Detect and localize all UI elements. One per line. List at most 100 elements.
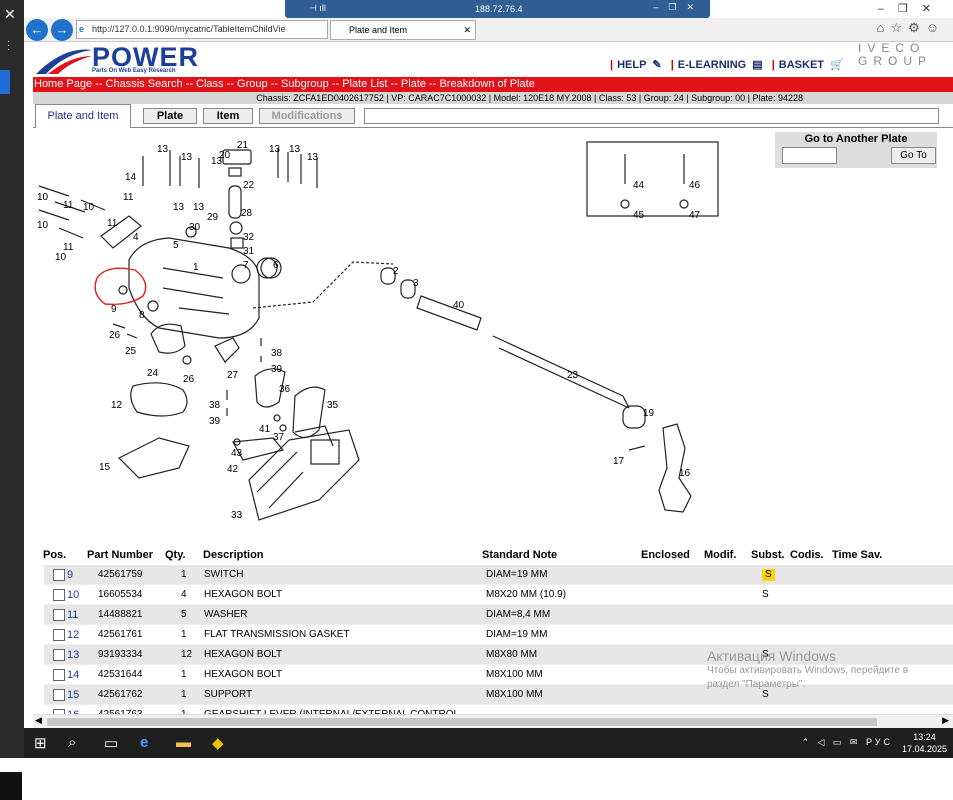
part-label-1[interactable]: 1 bbox=[193, 262, 199, 273]
row-checkbox[interactable] bbox=[53, 589, 65, 601]
scroll-right-icon[interactable]: ▶ bbox=[942, 715, 949, 725]
part-label-13[interactable]: 13 bbox=[173, 202, 185, 213]
cell-pos[interactable]: 14 bbox=[67, 669, 80, 681]
part-label-41[interactable]: 41 bbox=[259, 424, 271, 435]
language-indicator[interactable]: РУС bbox=[865, 737, 893, 747]
part-label-17[interactable]: 17 bbox=[613, 456, 625, 467]
part-label-26[interactable]: 26 bbox=[183, 374, 195, 385]
part-label-10[interactable]: 10 bbox=[55, 252, 67, 263]
part-label-9[interactable]: 9 bbox=[111, 304, 117, 315]
part-label-13[interactable]: 13 bbox=[157, 144, 169, 155]
part-label-11[interactable]: 11 bbox=[123, 192, 134, 203]
menu-chassis-search[interactable]: Chassis Search bbox=[105, 78, 183, 90]
part-label-20[interactable]: 20 bbox=[219, 150, 231, 161]
part-label-8[interactable]: 8 bbox=[139, 310, 145, 321]
part-label-13[interactable]: 13 bbox=[193, 202, 205, 213]
part-label-39[interactable]: 39 bbox=[209, 416, 221, 427]
part-label-16[interactable]: 16 bbox=[679, 468, 691, 479]
part-label-5[interactable]: 5 bbox=[173, 240, 179, 251]
part-label-42[interactable]: 42 bbox=[227, 464, 239, 475]
task-view-icon[interactable]: ▭ bbox=[104, 735, 119, 752]
system-tray[interactable]: ⌃ ◁ ▭ ✉ РУС bbox=[801, 737, 893, 747]
basket-link[interactable]: BASKET bbox=[778, 59, 825, 71]
part-label-2[interactable]: 2 bbox=[393, 266, 399, 277]
part-label-26[interactable]: 26 bbox=[109, 330, 121, 341]
back-arrow-icon[interactable]: ← bbox=[26, 19, 48, 41]
part-label-7[interactable]: 7 bbox=[243, 260, 249, 271]
cell-pos[interactable]: 16 bbox=[67, 705, 79, 714]
part-label-13[interactable]: 13 bbox=[211, 156, 223, 167]
part-label-45[interactable]: 45 bbox=[633, 210, 645, 221]
part-label-11[interactable]: 11 bbox=[63, 242, 74, 253]
tab-close-icon[interactable]: ✕ bbox=[463, 25, 471, 35]
part-label-27[interactable]: 27 bbox=[227, 370, 239, 381]
part-label-19[interactable]: 19 bbox=[643, 408, 655, 419]
tab-plate-and-item[interactable]: Plate and Item bbox=[35, 104, 131, 128]
part-label-13[interactable]: 13 bbox=[269, 144, 281, 155]
favorites-star-icon[interactable]: ☆ bbox=[890, 20, 909, 35]
tab-item[interactable]: Item bbox=[203, 108, 253, 124]
part-label-36[interactable]: 36 bbox=[279, 384, 291, 395]
part-label-11[interactable]: 11 bbox=[63, 200, 74, 211]
app-taskbar-icon[interactable]: ◆ bbox=[212, 735, 224, 752]
cell-pos[interactable]: 15 bbox=[67, 689, 80, 701]
part-label-13[interactable]: 13 bbox=[289, 144, 301, 155]
part-label-21[interactable]: 21 bbox=[237, 140, 249, 151]
row-checkbox[interactable] bbox=[53, 669, 65, 681]
search-icon[interactable]: ⌕ bbox=[68, 734, 77, 751]
goto-button[interactable]: Go To bbox=[891, 147, 936, 164]
part-label-10[interactable]: 10 bbox=[83, 202, 95, 213]
window-controls[interactable]: –❐✕ bbox=[877, 3, 945, 15]
menu-plate-list[interactable]: Plate List bbox=[342, 78, 388, 90]
plate-number-input[interactable] bbox=[782, 147, 837, 164]
part-label-6[interactable]: 6 bbox=[273, 260, 279, 271]
side-tab[interactable] bbox=[0, 70, 10, 94]
part-label-15[interactable]: 15 bbox=[99, 462, 111, 473]
close-icon[interactable]: ✕ bbox=[4, 6, 16, 22]
part-label-32[interactable]: 32 bbox=[243, 232, 255, 243]
home-icon[interactable]: ⌂ bbox=[876, 20, 891, 35]
tab-modifications[interactable]: Modifications bbox=[259, 108, 355, 124]
menu-plate[interactable]: Plate bbox=[400, 78, 426, 90]
part-label-31[interactable]: 31 bbox=[243, 246, 255, 257]
menu-home[interactable]: Home Page bbox=[34, 78, 93, 90]
part-label-4[interactable]: 4 bbox=[133, 232, 139, 243]
part-label-22[interactable]: 22 bbox=[243, 180, 255, 191]
menu-group[interactable]: Group bbox=[237, 78, 268, 90]
browser-tab[interactable]: Plate and Item ✕ bbox=[330, 20, 476, 40]
elearning-link[interactable]: E-LEARNING bbox=[677, 59, 747, 71]
help-link[interactable]: HELP bbox=[617, 59, 647, 71]
part-label-38[interactable]: 38 bbox=[271, 348, 283, 359]
part-label-44[interactable]: 44 bbox=[633, 180, 645, 191]
tab-plate[interactable]: Plate bbox=[143, 108, 197, 124]
row-checkbox[interactable] bbox=[53, 649, 65, 661]
part-label-14[interactable]: 14 bbox=[125, 172, 137, 183]
scroll-left-icon[interactable]: ◀ bbox=[35, 715, 42, 725]
forward-arrow-icon[interactable]: → bbox=[51, 19, 73, 41]
row-checkbox[interactable] bbox=[53, 569, 65, 581]
horizontal-scrollbar[interactable]: ◀ ▶ bbox=[33, 714, 953, 728]
part-label-46[interactable]: 46 bbox=[689, 180, 701, 191]
menu-subgroup[interactable]: Subgroup bbox=[281, 78, 329, 90]
part-label-23[interactable]: 23 bbox=[567, 370, 579, 381]
part-label-38[interactable]: 38 bbox=[209, 400, 221, 411]
cell-pos[interactable]: 12 bbox=[67, 629, 80, 641]
part-label-30[interactable]: 30 bbox=[189, 222, 201, 233]
part-label-11[interactable]: 11 bbox=[107, 218, 118, 229]
smiley-icon[interactable]: ☺ bbox=[925, 20, 945, 35]
cell-pos[interactable]: 11 bbox=[67, 609, 79, 621]
part-label-40[interactable]: 40 bbox=[453, 300, 465, 311]
settings-gear-icon[interactable]: ⚙ bbox=[908, 20, 926, 35]
menu-class[interactable]: Class bbox=[196, 78, 224, 90]
session-controls[interactable]: –❐✕ bbox=[653, 2, 704, 12]
part-label-12[interactable]: 12 bbox=[111, 400, 123, 411]
part-label-13[interactable]: 13 bbox=[181, 152, 193, 163]
power-logo[interactable]: POWER Parts On Web Easy Research bbox=[34, 42, 204, 76]
scroll-thumb[interactable] bbox=[47, 718, 877, 726]
part-label-10[interactable]: 10 bbox=[37, 220, 49, 231]
